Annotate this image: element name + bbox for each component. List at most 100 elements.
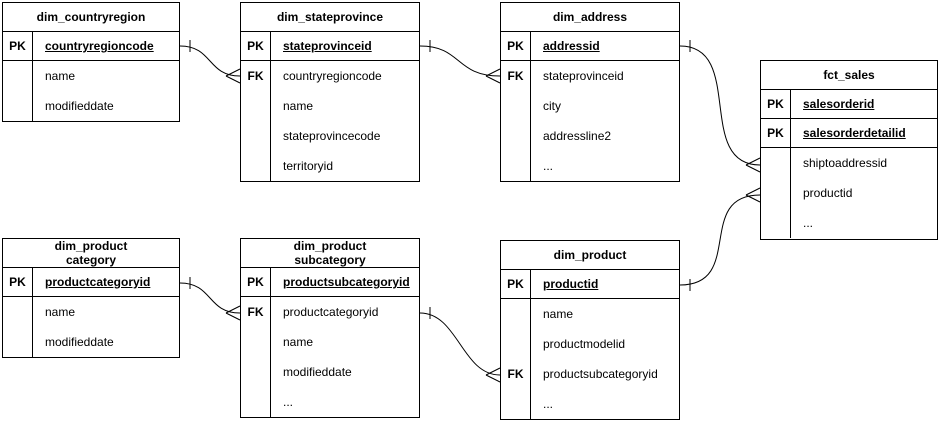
relation-product-fctsales	[679, 187, 761, 291]
entity-dim-stateprovince: dim_stateprovince PK stateprovinceid FK …	[240, 2, 420, 182]
column-name: name	[45, 69, 76, 83]
column-name: city	[543, 99, 561, 113]
key-label: PK	[3, 32, 33, 60]
relation-countryregion-stateprovince	[179, 40, 241, 84]
table-row: PK productid	[501, 270, 679, 299]
column-name: modifieddate	[45, 99, 114, 113]
column-name: ...	[803, 216, 814, 230]
column-name: salesorderid	[803, 97, 875, 111]
key-label: PK	[501, 32, 531, 60]
key-label	[501, 151, 531, 181]
table-row: name	[3, 297, 179, 327]
table-row: productmodelid	[501, 329, 679, 359]
table-row: PK addressid	[501, 32, 679, 61]
key-label	[3, 91, 33, 121]
key-label: PK	[3, 268, 33, 296]
table-row: city	[501, 91, 679, 121]
column-name: name	[283, 99, 314, 113]
table-row: PK countryregioncode	[3, 32, 179, 61]
table-row: name	[501, 299, 679, 329]
table-row: modifieddate	[241, 357, 419, 387]
table-row: modifieddate	[3, 91, 179, 121]
column-name: productid	[543, 277, 599, 291]
column-name: salesorderdetailid	[803, 126, 906, 140]
entity-title: fct_sales	[761, 61, 937, 90]
column-name: modifieddate	[283, 365, 352, 379]
entity-title: dim_product category	[3, 239, 179, 268]
key-label: FK	[501, 61, 531, 91]
key-label	[3, 297, 33, 327]
key-label: PK	[241, 32, 271, 60]
key-label	[761, 148, 791, 178]
column-name: name	[543, 307, 574, 321]
column-name: shiptoaddressid	[803, 156, 888, 170]
key-label: FK	[501, 359, 531, 389]
key-label: FK	[241, 61, 271, 91]
key-label	[501, 329, 531, 359]
relation-stateprovince-address	[419, 40, 501, 84]
entity-title: dim_product subcategory	[241, 239, 419, 268]
entity-dim-product: dim_product PK productid name productmod…	[500, 240, 680, 420]
key-label: PK	[501, 270, 531, 298]
table-row: PK salesorderdetailid	[761, 119, 937, 148]
table-row: territoryid	[241, 151, 419, 181]
key-label	[501, 121, 531, 151]
key-label	[241, 151, 271, 181]
table-row: ...	[761, 208, 937, 238]
table-row: ...	[501, 389, 679, 419]
key-label: FK	[241, 297, 271, 327]
key-label: PK	[761, 90, 791, 118]
table-row: ...	[501, 151, 679, 181]
table-row: PK salesorderid	[761, 90, 937, 119]
table-row: ...	[241, 387, 419, 417]
column-name: addressid	[543, 39, 600, 53]
column-name: productcategoryid	[45, 275, 151, 289]
key-label	[241, 327, 271, 357]
column-name: stateprovinceid	[543, 69, 624, 83]
column-name: stateprovinceid	[283, 39, 372, 53]
column-name: productid	[803, 186, 853, 200]
entity-fct-sales: fct_sales PK salesorderid PK salesorderd…	[760, 60, 938, 240]
table-row: FK stateprovinceid	[501, 61, 679, 91]
key-label	[501, 389, 531, 419]
table-row: PK stateprovinceid	[241, 32, 419, 61]
table-row: FK countryregioncode	[241, 61, 419, 91]
column-name: addressline2	[543, 129, 612, 143]
entity-dim-productcategory: dim_product category PK productcategoryi…	[2, 238, 180, 358]
table-row: name	[241, 91, 419, 121]
key-label: PK	[241, 268, 271, 296]
table-row: name	[3, 61, 179, 91]
key-label	[241, 91, 271, 121]
table-row: shiptoaddressid	[761, 148, 937, 178]
column-name: productmodelid	[543, 337, 626, 351]
table-row: stateprovincecode	[241, 121, 419, 151]
entity-title: dim_stateprovince	[241, 3, 419, 32]
entity-dim-countryregion: dim_countryregion PK countryregioncode n…	[2, 2, 180, 122]
key-label	[501, 299, 531, 329]
key-label	[241, 387, 271, 417]
entity-title: dim_countryregion	[3, 3, 179, 32]
key-label	[241, 121, 271, 151]
relation-productcategory-productsubcategory	[179, 277, 241, 321]
entity-dim-address: dim_address PK addressid FK stateprovinc…	[500, 2, 680, 182]
column-name: ...	[283, 395, 294, 409]
key-label	[241, 357, 271, 387]
column-name: ...	[543, 159, 554, 173]
column-name: productsubcategoryid	[283, 275, 410, 289]
column-name: productcategoryid	[283, 305, 379, 319]
table-row: addressline2	[501, 121, 679, 151]
key-label: PK	[761, 119, 791, 147]
key-label	[3, 61, 33, 91]
column-name: name	[45, 305, 76, 319]
table-row: productid	[761, 178, 937, 208]
entity-title: dim_address	[501, 3, 679, 32]
table-row: FK productcategoryid	[241, 297, 419, 327]
column-name: modifieddate	[45, 335, 114, 349]
column-name: countryregioncode	[283, 69, 382, 83]
column-name: stateprovincecode	[283, 129, 381, 143]
table-row: FK productsubcategoryid	[501, 359, 679, 389]
key-label	[761, 208, 791, 238]
column-name: territoryid	[283, 159, 334, 173]
table-row: PK productsubcategoryid	[241, 268, 419, 297]
